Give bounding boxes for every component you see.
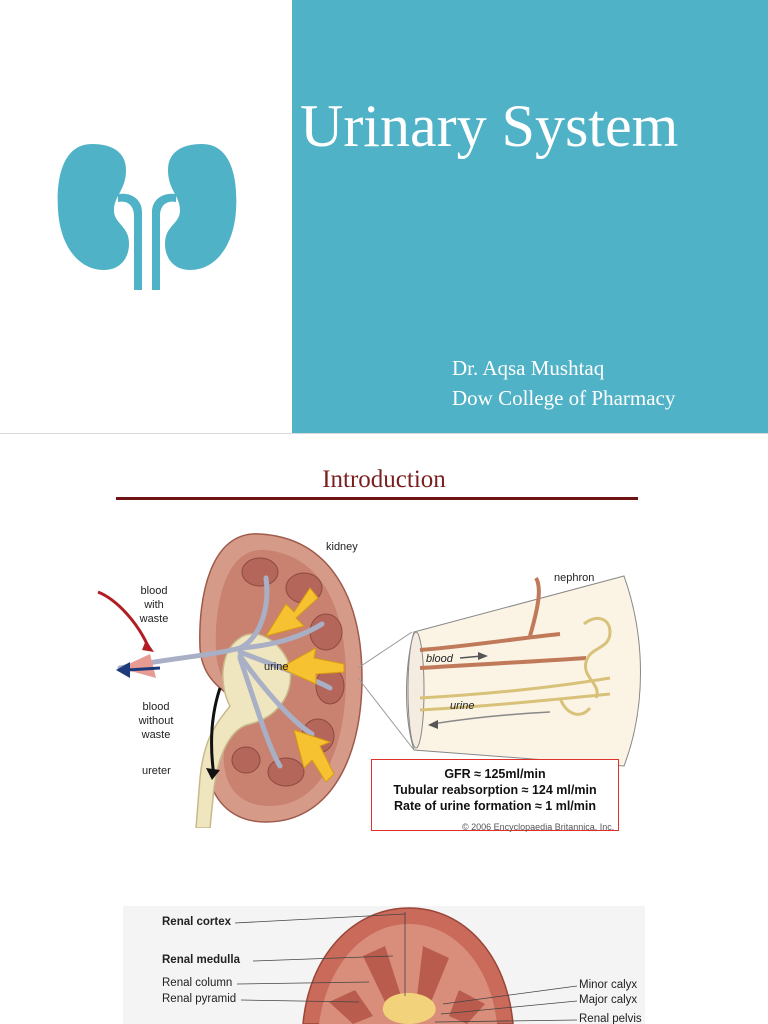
label-renal-column: Renal column	[162, 977, 233, 989]
renal-rates-box: GFR ≈ 125ml/min Tubular reabsorption ≈ 1…	[371, 759, 619, 831]
title-panel	[292, 0, 768, 433]
gfr-text: GFR ≈ 125ml/min	[444, 767, 546, 781]
image-copyright: © 2006 Encyclopaedia Britannica, Inc.	[462, 822, 615, 832]
kidney-cross-section-illustration	[234, 907, 578, 1024]
urine-formation-rate-text: Rate of urine formation ≈ 1 ml/min	[393, 799, 597, 813]
label-blood-with-waste: blood with waste	[139, 585, 169, 625]
label-renal-cortex: Renal cortex	[162, 916, 232, 928]
label-renal-pyramid: Renal pyramid	[162, 993, 237, 1005]
label-renal-medulla: Renal medulla	[162, 954, 240, 966]
slide-title: Urinary System	[300, 93, 679, 159]
kidneys-icon	[57, 144, 237, 290]
kidney-section-diagram: Renal cortex Renal medulla Renal column …	[123, 906, 645, 1024]
label-blood-without-waste: blood without waste	[138, 701, 174, 741]
label-renal-pelvis: Renal pelvis	[579, 1013, 642, 1024]
label-blood: blood	[426, 653, 453, 665]
label-minor-calyx: Minor calyx	[579, 979, 638, 991]
label-urine-inner: urine	[264, 661, 289, 673]
slide-divider	[0, 433, 768, 434]
institution-name: Dow College of Pharmacy	[452, 386, 676, 410]
label-kidney: kidney	[326, 541, 358, 553]
title-slide: Urinary System Dr. Aqsa Mushtaq Dow Coll…	[0, 0, 768, 433]
label-ureter: ureter	[142, 765, 171, 777]
author-name: Dr. Aqsa Mushtaq	[452, 356, 605, 380]
title-underline	[116, 497, 638, 500]
kidney-nephron-illustration	[97, 533, 641, 828]
label-nephron: nephron	[554, 572, 595, 584]
section-title: Introduction	[322, 466, 446, 493]
tubular-reabsorption-text: Tubular reabsorption ≈ 124 ml/min	[393, 783, 597, 797]
label-urine: urine	[450, 700, 475, 712]
label-major-calyx: Major calyx	[579, 994, 638, 1006]
